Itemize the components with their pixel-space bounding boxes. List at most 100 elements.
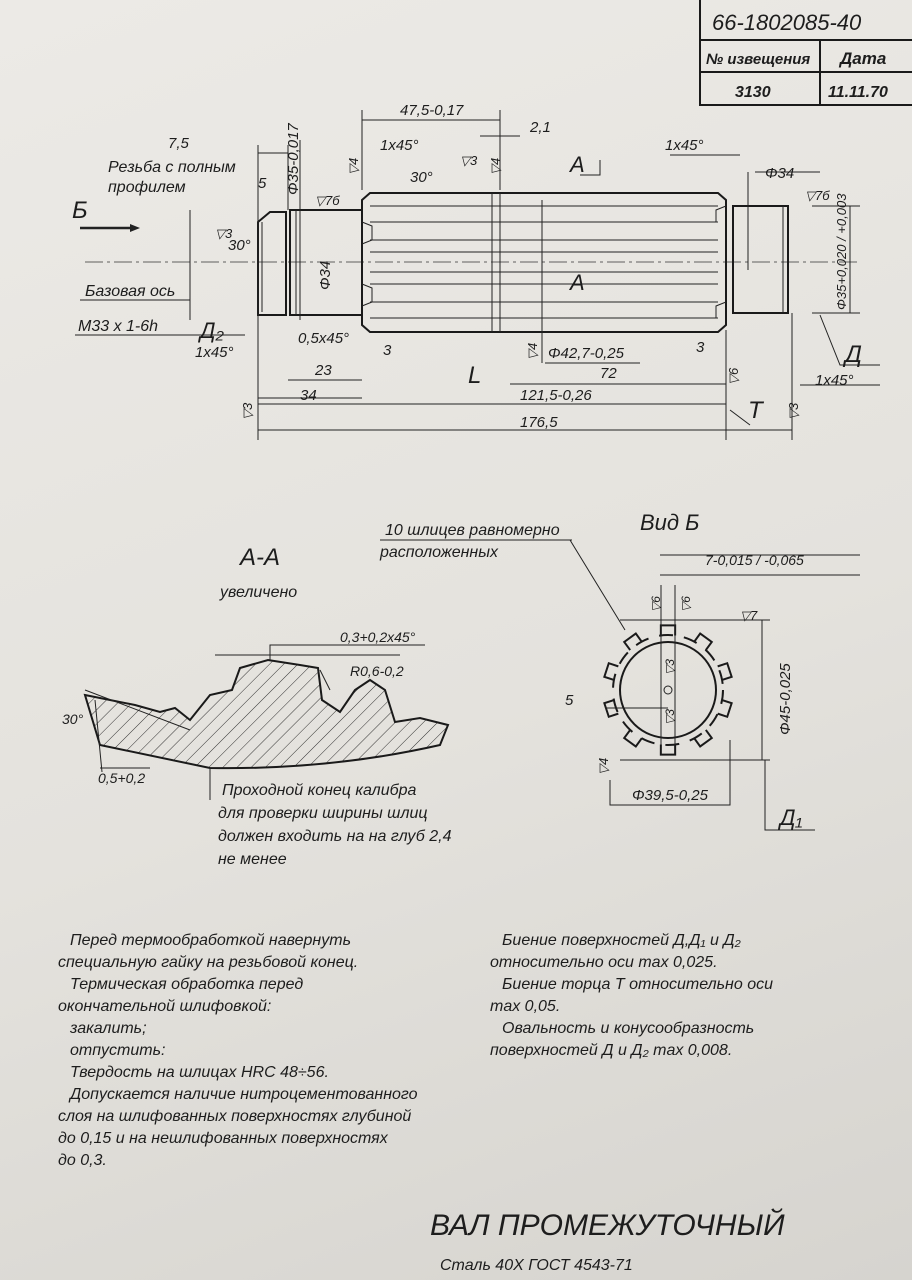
- chamfer-1x45-d: 1x45°: [815, 372, 854, 389]
- dim-23: 23: [314, 362, 332, 379]
- gauge-note-line4: не менее: [218, 851, 287, 868]
- roughness-3-a: ▽3: [460, 153, 478, 168]
- roughness-4-b: ▽4: [488, 158, 503, 175]
- section-a-top-label: А: [568, 152, 585, 177]
- spline-tooth: [693, 729, 714, 748]
- dim-3-b: 3: [696, 339, 705, 356]
- section-aa-angle: 30°: [62, 711, 84, 727]
- roughness-3-c: ▽3: [240, 402, 255, 420]
- roughness-4-view: ▽4: [596, 758, 611, 775]
- roughness-4-a: ▽4: [346, 158, 361, 175]
- chamfer-0-5x45: 0,5x45°: [298, 330, 349, 347]
- section-aa-title: А-А: [238, 544, 280, 571]
- part-title: ВАЛ ПРОМЕЖУТОЧНЫЙ: [430, 1208, 785, 1242]
- note-line: max 0,05.: [490, 998, 560, 1015]
- gauge-note-line1: Проходной конец калибра: [222, 782, 416, 799]
- splines-note-line2: расположенных: [379, 544, 499, 561]
- note-line: специальную гайку на резьбовой конец.: [58, 954, 358, 971]
- view-b-arrow-label: Б: [72, 197, 88, 224]
- spline-tooth: [659, 744, 677, 756]
- note-line: Биение поверхностей Д,Д₁ и Д₂: [502, 932, 741, 949]
- chamfer-1x45-b: 1x45°: [665, 137, 704, 154]
- dim-d34-right: Φ34: [765, 165, 794, 182]
- dim-d42-7: Φ42,7-0,25: [548, 345, 625, 362]
- notes-left: Перед термообработкой навернуть специальн…: [58, 932, 418, 1169]
- note-line: до 0,3.: [58, 1152, 107, 1169]
- dim-176-5: 176,5: [520, 414, 558, 431]
- note-line: Твердость на шлицах HRC 48÷56.: [70, 1064, 329, 1081]
- note-line: поверхностей Д и Д₂ max 0,008.: [490, 1042, 732, 1059]
- date-header: Дата: [838, 49, 886, 68]
- gauge-note-line3: должен входить на на глуб 2,4: [218, 828, 452, 845]
- surface-d-label: Д: [842, 341, 862, 368]
- doc-number: 66-1802085-40: [712, 10, 862, 35]
- notice-value: 3130: [735, 84, 771, 101]
- dim-7-5: 7,5: [168, 135, 190, 152]
- roughness-3-view-a: ▽3: [663, 659, 677, 675]
- roughness-3-d: ▽3: [786, 402, 801, 420]
- view-b-title: Вид Б: [640, 510, 700, 535]
- date-value: 11.11.70: [828, 84, 888, 101]
- note-line: закалить;: [69, 1020, 147, 1037]
- section-aa: А-А увеличено 0,3+0,2x45° R0,6-0,2 30° 0…: [62, 544, 452, 868]
- spline-tooth: [717, 661, 733, 681]
- notice-header: № извещения: [706, 51, 810, 68]
- spline-tooth: [717, 699, 733, 719]
- note-line: Допускается наличие нитроцементованного: [68, 1086, 418, 1103]
- dim-34: 34: [300, 387, 317, 404]
- angle-30-a: 30°: [410, 169, 433, 186]
- spline-width-tol: 7-0,015 / -0,065: [705, 552, 804, 568]
- material-spec: Сталь 40Х ГОСТ 4543-71: [440, 1257, 633, 1274]
- note-line: Перед термообработкой навернуть: [70, 932, 351, 949]
- roughness-7b-left: ▽7б: [315, 193, 340, 208]
- dim-d35-017: Φ35-0,017: [285, 123, 302, 195]
- chamfer-1x45-c: 1x45°: [195, 344, 234, 361]
- dim-3-a: 3: [383, 342, 392, 359]
- spline-tooth: [603, 699, 619, 719]
- spline-tooth: [693, 632, 714, 651]
- roughness-7b-right: ▽7б: [805, 188, 830, 203]
- section-aa-radius: R0,6-0,2: [350, 663, 404, 679]
- roughness-6-a: ▽6: [649, 596, 663, 612]
- note-line: Биение торца Т относительно оси: [502, 976, 773, 993]
- dim-72: 72: [600, 365, 617, 382]
- spline-root-circle: [612, 634, 724, 746]
- chamfer-1x45-a: 1x45°: [380, 137, 419, 154]
- note-line: отпустить:: [70, 1042, 165, 1059]
- dim-d35-tol: Φ35+0,020 / +0,003: [834, 193, 849, 310]
- dim-47-5: 47,5-0,17: [400, 102, 464, 119]
- note-line: слоя на шлифованных поверхностях глубино…: [58, 1108, 411, 1125]
- thread-note-line2: профилем: [108, 179, 186, 196]
- spline-tooth: [622, 632, 643, 651]
- dim-d34-left: Φ34: [317, 261, 334, 290]
- roughness-4-c: ▽4: [525, 343, 540, 360]
- dim-5: 5: [258, 175, 267, 192]
- surface-d1-label: Д₁: [777, 805, 802, 830]
- shaft-main-view: 47,5-0,17 2,1 7,5 1x45° 1x45° 1x45° 1x45…: [72, 102, 880, 440]
- note-line: до 0,15 и на нешлифованных поверхностях: [58, 1130, 389, 1147]
- dim-d45: Φ45-0,025: [777, 663, 794, 735]
- dim-2-1: 2,1: [529, 119, 551, 136]
- surface-d2-label: Д₂: [197, 318, 224, 343]
- section-a-mid-label: А: [568, 270, 585, 295]
- angle-30-b: 30°: [228, 237, 251, 254]
- dim-121-5: 121,5-0,26: [520, 387, 592, 404]
- roughness-3-view-b: ▽3: [663, 709, 677, 725]
- spline-tooth: [603, 661, 619, 681]
- roughness-6-b: ▽6: [679, 596, 693, 612]
- dim-d39-5: Φ39,5-0,25: [632, 787, 709, 804]
- thread-spec: M33 x 1-6h: [78, 318, 158, 335]
- section-aa-chamfer: 0,3+0,2x45°: [340, 629, 416, 645]
- roughness-3-b: ▽3: [215, 226, 233, 241]
- note-line: Овальность и конусообразность: [502, 1020, 754, 1037]
- notes-right: Биение поверхностей Д,Д₁ и Д₂относительн…: [490, 932, 773, 1059]
- roughness-6: ▽6: [726, 367, 741, 385]
- spline-tooth: [659, 624, 677, 636]
- spline-tooth: [622, 729, 643, 748]
- face-t-label: T: [748, 397, 765, 424]
- thread-note-line1: Резьба с полным: [108, 159, 236, 176]
- length-l-label: L: [468, 362, 481, 389]
- title-block: 66-1802085-40 № извещения Дата 3130 11.1…: [699, 0, 912, 106]
- view-b: Вид Б 10 шлицев равномерно расположенных…: [379, 510, 860, 831]
